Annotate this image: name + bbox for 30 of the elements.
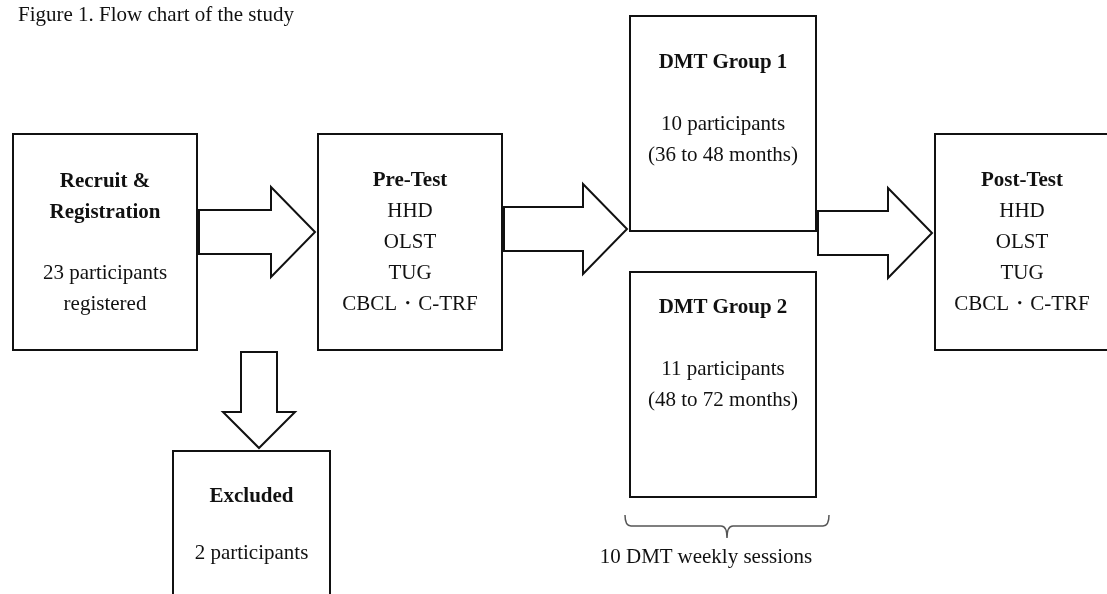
process-box — [629, 271, 817, 498]
box-heading: Recruit & Registration — [48, 167, 162, 225]
box-heading: DMT Group 2 — [658, 293, 788, 320]
block-arrow — [817, 185, 934, 281]
process-box — [12, 133, 198, 351]
box-text: CBCL・C-TRF — [342, 290, 478, 317]
box-text: 2 participants — [194, 539, 309, 566]
box-text: TUG — [388, 259, 432, 286]
box-text: 10 participants (36 to 48 months) — [648, 110, 798, 168]
box-text: HHD — [999, 197, 1045, 224]
process-box — [629, 15, 817, 232]
box-heading: Pre-Test — [372, 166, 448, 193]
box-text: CBCL・C-TRF — [954, 290, 1090, 317]
block-arrow — [503, 181, 629, 277]
box-text: OLST — [995, 228, 1049, 255]
process-box — [934, 133, 1107, 351]
process-box — [317, 133, 503, 351]
box-heading: Excluded — [209, 482, 294, 509]
block-arrow — [220, 351, 298, 450]
box-text: HHD — [387, 197, 433, 224]
block-arrow — [198, 184, 317, 280]
box-text: OLST — [383, 228, 437, 255]
bracket-label: 10 DMT weekly sessions — [599, 544, 813, 568]
figure-title: Figure 1. Flow chart of the study — [18, 2, 294, 27]
box-text: TUG — [1000, 259, 1044, 286]
box-text: 23 participants registered — [41, 259, 169, 317]
box-heading: DMT Group 1 — [658, 48, 788, 75]
box-text: 11 participants (48 to 72 months) — [648, 355, 798, 413]
box-heading: Post-Test — [980, 166, 1064, 193]
process-box — [172, 450, 331, 594]
